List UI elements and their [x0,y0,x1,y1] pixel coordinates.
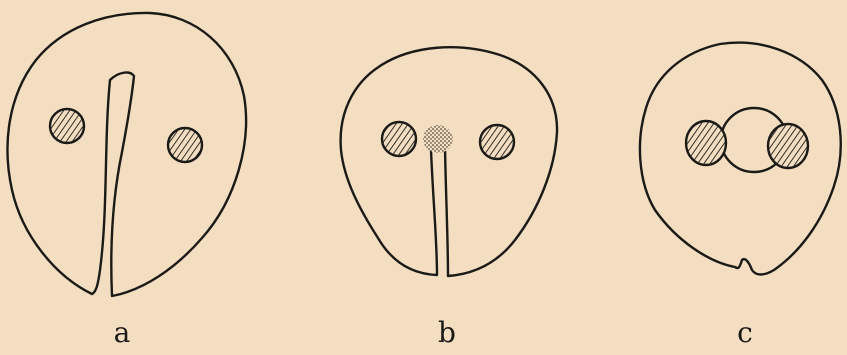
panel-label-b: b [432,318,462,348]
panel-a-right-circle [168,128,202,162]
panel-c-right-circle [768,124,808,168]
panel-a-drawing [7,13,246,296]
panel-b-drawing [341,47,557,276]
panel-b-right-circle [480,125,514,159]
panel-label-c: c [730,318,760,348]
panel-c-drawing [640,43,841,275]
panel-c-left-circle [686,121,726,165]
panel-b-left-circle [382,122,416,156]
panel-label-a: a [107,318,137,348]
panel-a-outline [7,13,246,296]
panel-b-outline [341,47,557,276]
panel-a-left-circle [50,109,84,143]
panel-c-outline [640,43,841,275]
panel-b-stippled-spot [423,125,453,153]
